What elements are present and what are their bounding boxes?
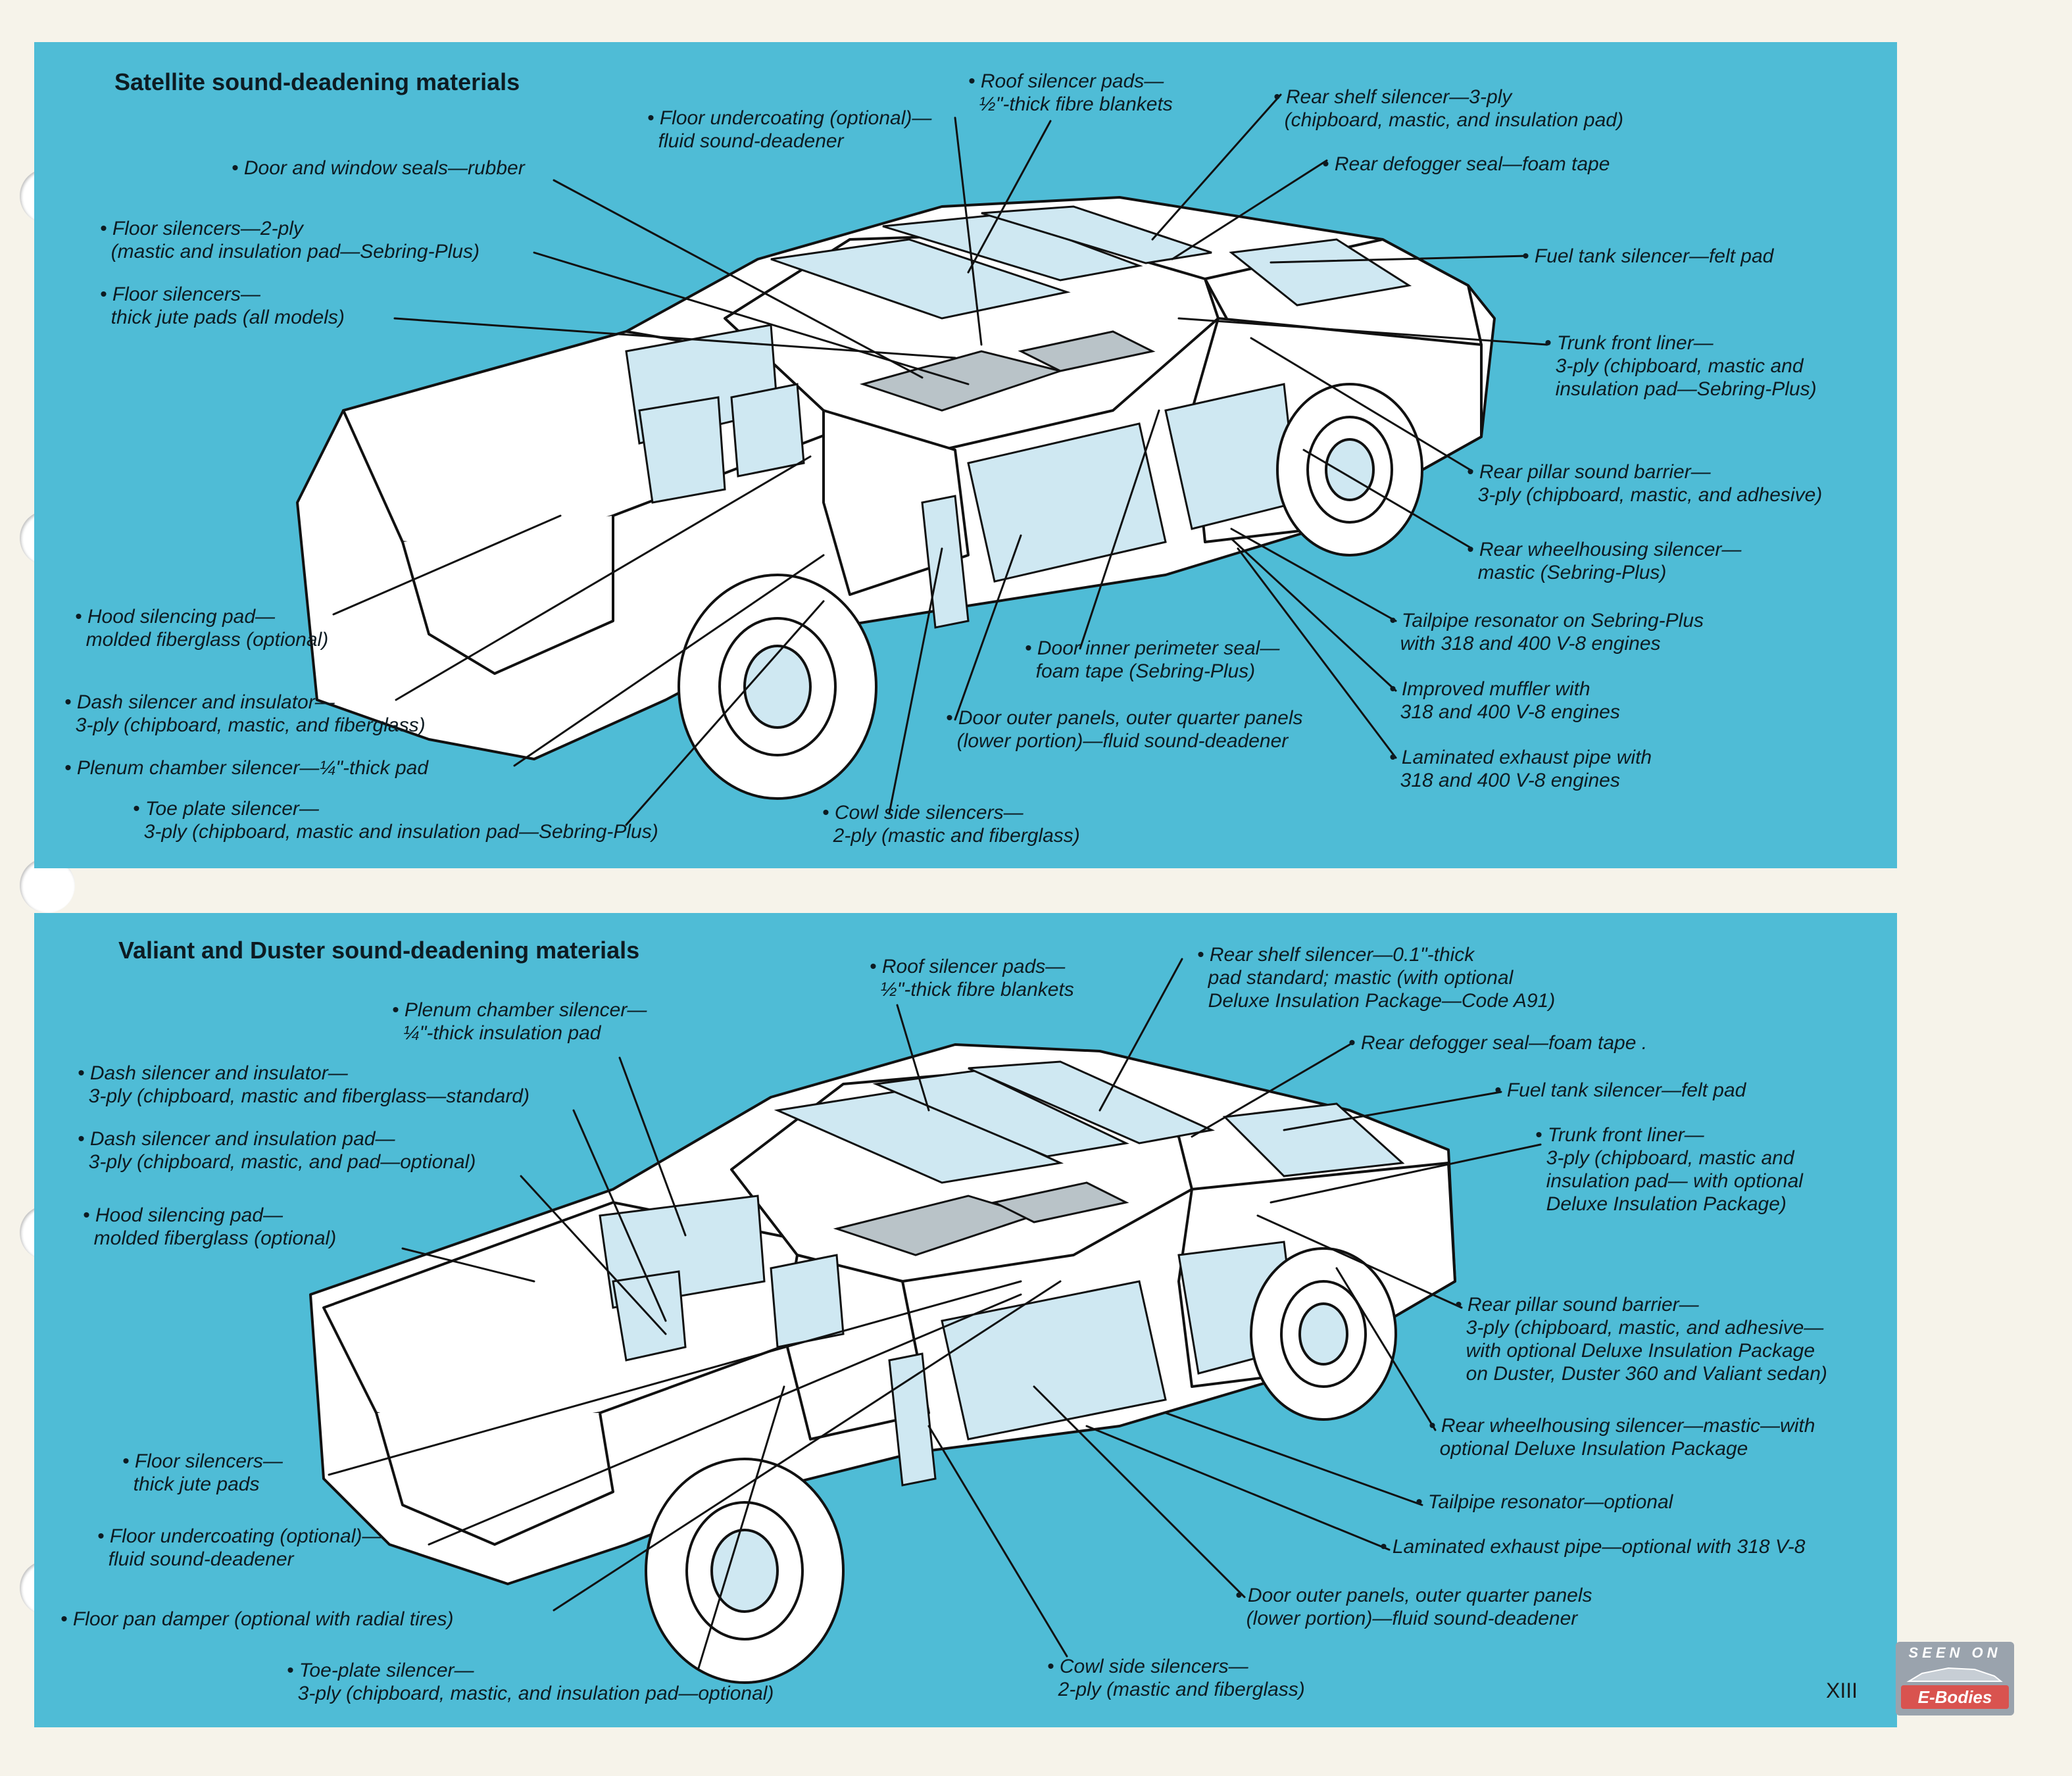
label-door-inner-seal: • Door inner perimeter seal— foam tape (… [1025,637,1280,682]
satellite-car-illustration [296,93,1548,826]
valiant-duster-panel: Valiant and Duster sound-deadening mater… [34,913,1897,1727]
satellite-title: Satellite sound-deadening materials [114,68,520,95]
label-rear-defogger-seal: • Rear defogger seal—foam tape [1322,153,1610,175]
label-cowl-side-silencers: • Cowl side silencers— 2-ply (mastic and… [1047,1656,1305,1700]
label-fuel-tank-silencer: • Fuel tank silencer—felt pad [1522,245,1774,267]
label-plenum-chamber: • Plenum chamber silencer— ¼"-thick insu… [392,999,647,1044]
label-dash-silencer-standard: • Dash silencer and insulator— 3-ply (ch… [78,1062,530,1107]
badge-bottom-text: E-Bodies [1901,1685,2009,1709]
seen-on-ebodies-badge: SEEN ON E-Bodies [1896,1642,2014,1715]
label-toe-plate-silencer: • Toe plate silencer— 3-ply (chipboard, … [133,798,658,843]
valiant-car-illustration [309,958,1542,1684]
label-fuel-tank-silencer: • Fuel tank silencer—felt pad [1494,1079,1746,1101]
label-tailpipe-resonator: • Tailpipe resonator on Sebring-Plus wit… [1389,610,1704,654]
satellite-panel: Satellite sound-deadening materials • Ro… [34,42,1897,868]
label-roof-silencer: • Roof silencer pads— ½"-thick fibre bla… [870,956,1074,1000]
label-rear-shelf-silencer: • Rear shelf silencer—3-ply (chipboard, … [1273,86,1623,131]
label-laminated-exhaust: • Laminated exhaust pipe with 318 and 40… [1389,747,1652,791]
label-improved-muffler: • Improved muffler with 318 and 400 V-8 … [1389,678,1620,723]
badge-top-text: SEEN ON [1908,1644,2002,1661]
label-trunk-front-liner: • Trunk front liner— 3-ply (chipboard, m… [1535,1124,1803,1215]
label-door-window-seals: • Door and window seals—rubber [232,157,525,179]
label-rear-wheelhousing: • Rear wheelhousing silencer—mastic—with… [1429,1415,1815,1460]
label-cowl-side-silencers: • Cowl side silencers— 2-ply (mastic and… [822,802,1080,847]
label-floor-undercoating: • Floor undercoating (optional)— fluid s… [97,1525,382,1570]
car-silhouette-icon [1906,1667,2003,1682]
label-rear-defogger-seal: • Rear defogger seal—foam tape . [1348,1032,1648,1054]
label-floor-silencers-jute: • Floor silencers— thick jute pads (all … [100,284,345,328]
label-toe-plate-silencer: • Toe-plate silencer— 3-ply (chipboard, … [287,1660,774,1704]
label-trunk-front-liner: • Trunk front liner— 3-ply (chipboard, m… [1544,332,1817,400]
label-rear-shelf-silencer: • Rear shelf silencer—0.1"-thick pad sta… [1197,944,1556,1012]
label-floor-silencers: • Floor silencers— thick jute pads [122,1450,283,1495]
label-floor-pan-damper: • Floor pan damper (optional with radial… [61,1608,454,1630]
valiant-duster-title: Valiant and Duster sound-deadening mater… [118,937,640,964]
label-dash-silencer: • Dash silencer and insulator— 3-ply (ch… [64,691,426,736]
label-rear-pillar-barrier: • Rear pillar sound barrier— 3-ply (chip… [1467,461,1823,506]
label-door-outer-panels: • Door outer panels, outer quarter panel… [946,707,1303,752]
label-floor-silencers-2ply: • Floor silencers—2-ply (mastic and insu… [100,218,480,262]
label-door-outer-panels: • Door outer panels, outer quarter panel… [1235,1585,1592,1629]
label-laminated-exhaust: • Laminated exhaust pipe—optional with 3… [1380,1536,1806,1558]
label-hood-silencing-pad: • Hood silencing pad— molded fiberglass … [75,606,329,651]
label-roof-silencer: • Roof silencer pads— ½"-thick fibre bla… [968,70,1173,115]
page-number: XIII [1826,1679,1858,1702]
label-tailpipe-resonator: • Tailpipe resonator—optional [1416,1491,1673,1513]
label-rear-pillar-barrier: • Rear pillar sound barrier— 3-ply (chip… [1455,1294,1827,1385]
label-hood-silencing-pad: • Hood silencing pad— molded fiberglass … [83,1204,337,1249]
label-floor-undercoating: • Floor undercoating (optional)— fluid s… [647,107,932,152]
label-rear-wheelhousing: • Rear wheelhousing silencer— mastic (Se… [1467,539,1742,583]
label-dash-silencer-optional: • Dash silencer and insulation pad— 3-pl… [78,1128,476,1173]
label-plenum-chamber: • Plenum chamber silencer—¼"-thick pad [64,757,429,779]
